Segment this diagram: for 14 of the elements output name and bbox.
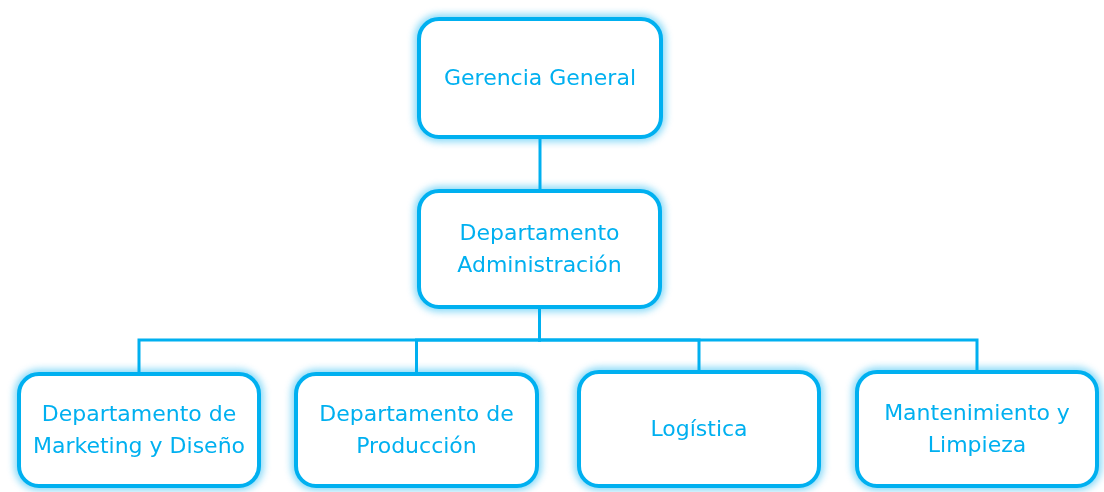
org-box <box>417 17 663 139</box>
connector-line <box>538 309 979 370</box>
box-label: Logística <box>650 415 748 444</box>
org-box <box>417 189 662 309</box>
org-box <box>17 372 261 488</box>
org-box <box>855 370 1099 488</box>
box-label: Gerencia General <box>444 64 636 93</box>
box-label: Departamento Administración <box>456 219 623 279</box>
box-label: Departamento de Marketing y Diseño <box>31 400 247 460</box>
connector-line <box>538 139 542 189</box>
org-box <box>294 372 539 488</box>
box-label: Departamento de Producción <box>318 400 515 460</box>
org-box <box>577 370 821 488</box>
box-label: Mantenimiento y Limpieza <box>883 399 1071 459</box>
